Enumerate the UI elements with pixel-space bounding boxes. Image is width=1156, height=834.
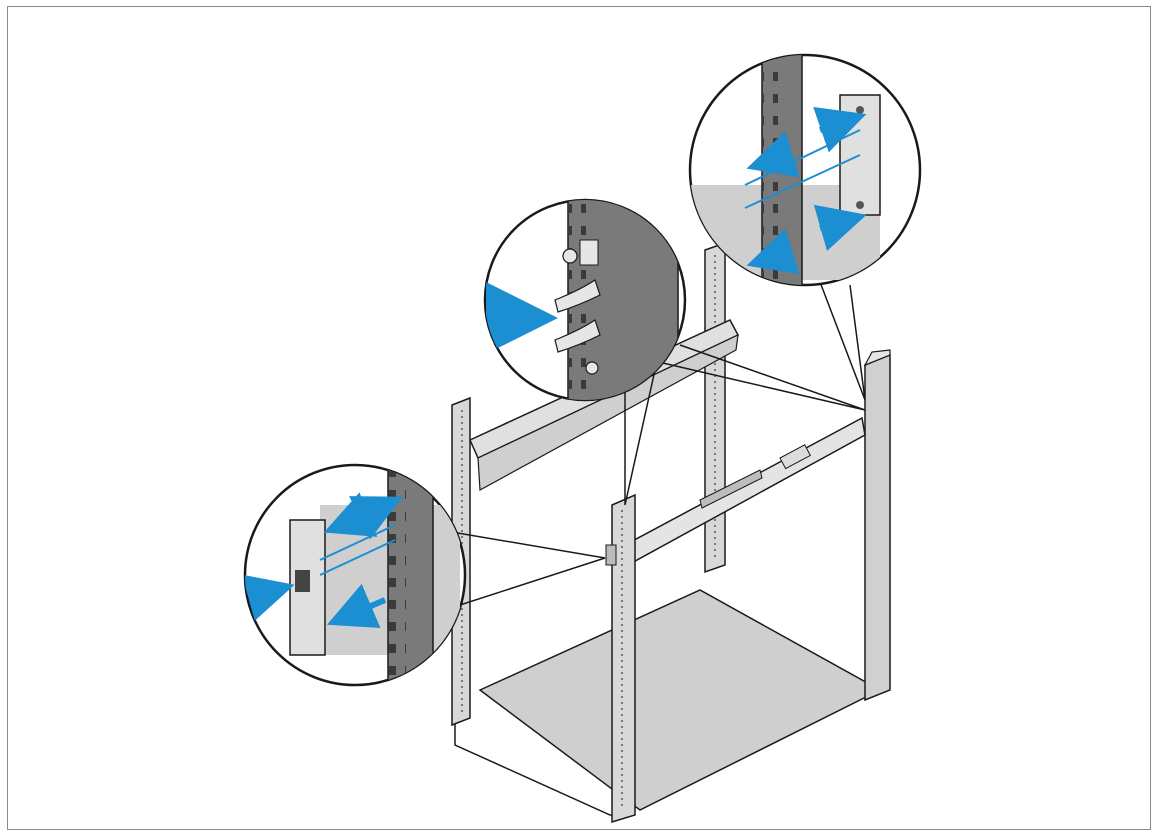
arrow-icon [746,106,867,275]
callout-middle [483,198,687,402]
server-rack [451,241,891,824]
rack-post-back-right [704,241,726,574]
callout-top-right [688,53,922,287]
rack-post-front-right [863,349,891,702]
callout-leaders [439,281,866,606]
rack-post-front-left [605,493,636,824]
rack-floor [478,589,882,811]
arrow-icon [245,492,403,628]
callout-bottom-left [243,463,467,687]
rail-right [624,416,866,567]
figure-frame [7,6,1151,830]
